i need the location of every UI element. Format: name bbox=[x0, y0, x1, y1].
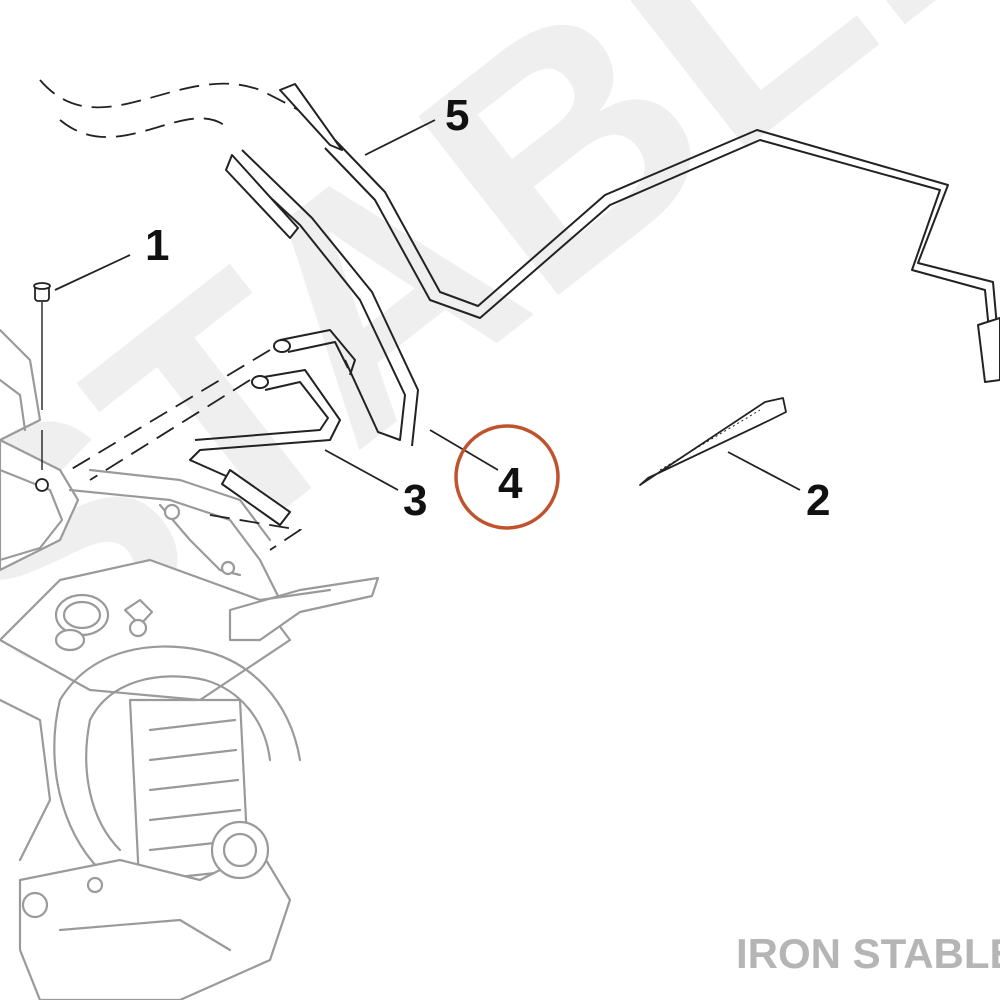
part-4-hose bbox=[225, 149, 419, 447]
callout-2: 2 bbox=[806, 476, 830, 525]
part-2-cable-tie bbox=[639, 397, 787, 486]
callout-3: 3 bbox=[403, 476, 427, 525]
callout-1: 1 bbox=[145, 221, 169, 270]
callout-labels: 1 2 3 4 5 bbox=[145, 91, 830, 525]
callout-5: 5 bbox=[445, 91, 469, 140]
callout-4-highlight-ring bbox=[454, 424, 560, 530]
brand-watermark: IRON STABLE bbox=[736, 930, 1000, 977]
callout-4: 4 bbox=[498, 459, 523, 508]
leader-lines bbox=[54, 119, 801, 491]
part-3-hose bbox=[189, 329, 356, 526]
part-1-screw bbox=[33, 282, 51, 492]
motorcycle-frame bbox=[0, 328, 380, 1000]
part-5-hose bbox=[279, 83, 1000, 383]
